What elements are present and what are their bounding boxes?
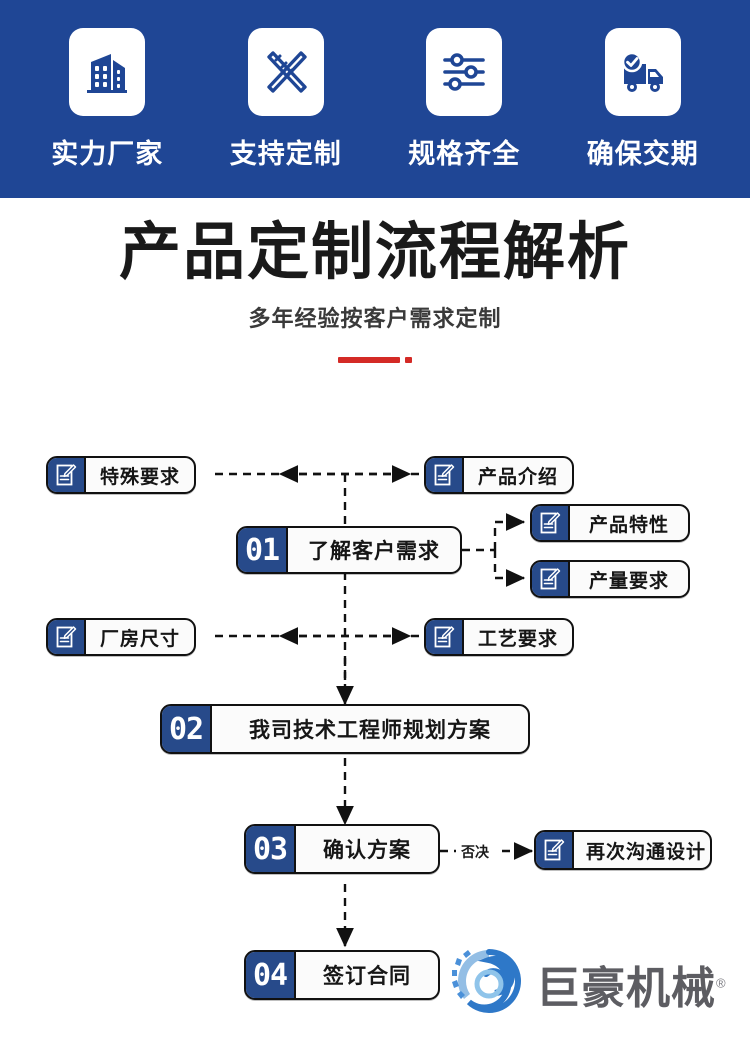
title-section: 产品定制流程解析 多年经验按客户需求定制 [0,198,750,406]
flow-node-product-features[interactable]: 产品特性 [530,504,690,542]
flow-node-label: 特殊要求 [99,466,180,488]
flow-node-label: 产品特性 [588,514,669,536]
flow-node-redesign[interactable]: 再次沟通设计 [534,830,712,870]
step-number-badge: 03 [246,826,296,872]
accent-dot [405,357,412,364]
feature-label: 确保交期 [586,138,699,169]
document-pencil-icon [532,562,570,596]
document-pencil-icon [532,506,570,540]
flow-node-output-requirements[interactable]: 产量要求 [530,560,690,598]
flow-node-step-01[interactable]: 01 了解客户需求 [236,526,462,574]
flow-node-label: 产量要求 [588,570,669,592]
factory-building-icon [69,27,146,116]
logo-wordmark: 巨豪机械® [536,952,727,1016]
feature-label: 规格齐全 [408,138,521,169]
feature-item-factory: 实力厂家 [32,27,182,171]
step-number-badge: 04 [246,952,296,998]
step-number-badge: 02 [162,706,212,752]
document-pencil-icon [48,620,86,654]
accent-bar [338,357,400,364]
feature-label: 支持定制 [229,138,342,169]
logo-company-name: 巨豪机械 [536,963,716,1013]
flow-node-label: 产品介绍 [477,466,558,488]
document-pencil-icon [48,458,86,492]
flow-node-step-02[interactable]: 02 我司技术工程师规划方案 [160,704,530,754]
document-pencil-icon [536,832,574,868]
sliders-settings-icon [426,27,503,116]
feature-banner: 实力厂家 支持定制 [0,0,750,198]
reject-branch-label: 否决 [461,844,489,860]
process-flowchart: 特殊要求 产品介绍 01 了解客户需求 [0,406,750,1040]
flow-node-process-requirements[interactable]: 工艺要求 [424,618,574,656]
accent-divider [338,357,412,364]
flow-node-product-introduction[interactable]: 产品介绍 [424,456,574,494]
flow-node-label: 我司技术工程师规划方案 [249,719,491,742]
flow-node-label: 确认方案 [323,839,411,862]
feature-item-specifications: 规格齐全 [389,27,539,171]
delivery-truck-check-icon [604,27,681,116]
flow-node-workshop-size[interactable]: 厂房尺寸 [46,618,196,656]
page-subtitle: 多年经验按客户需求定制 [248,306,502,332]
company-logo: 巨豪机械® [452,944,727,1023]
feature-item-customization: 支持定制 [211,27,361,171]
page-title: 产品定制流程解析 [118,218,631,287]
document-pencil-icon [426,458,464,492]
flow-node-label: 厂房尺寸 [99,628,180,650]
flow-node-label: 再次沟通设计 [586,841,707,863]
flow-node-label: 了解客户需求 [308,540,440,563]
document-pencil-icon [426,620,464,654]
flow-node-special-requirements[interactable]: 特殊要求 [46,456,196,494]
flow-node-label: 工艺要求 [477,628,558,650]
feature-label: 实力厂家 [51,138,164,169]
flow-node-label: 签订合同 [323,965,411,988]
registered-trademark-mark: ® [716,974,727,990]
ruler-pencil-icon [247,27,324,116]
flow-node-step-04[interactable]: 04 签订合同 [244,950,440,1000]
gear-swirl-logo-icon [452,944,526,1023]
step-number-badge: 01 [238,528,288,572]
flow-node-step-03[interactable]: 03 确认方案 [244,824,440,874]
feature-item-delivery: 确保交期 [568,27,718,171]
